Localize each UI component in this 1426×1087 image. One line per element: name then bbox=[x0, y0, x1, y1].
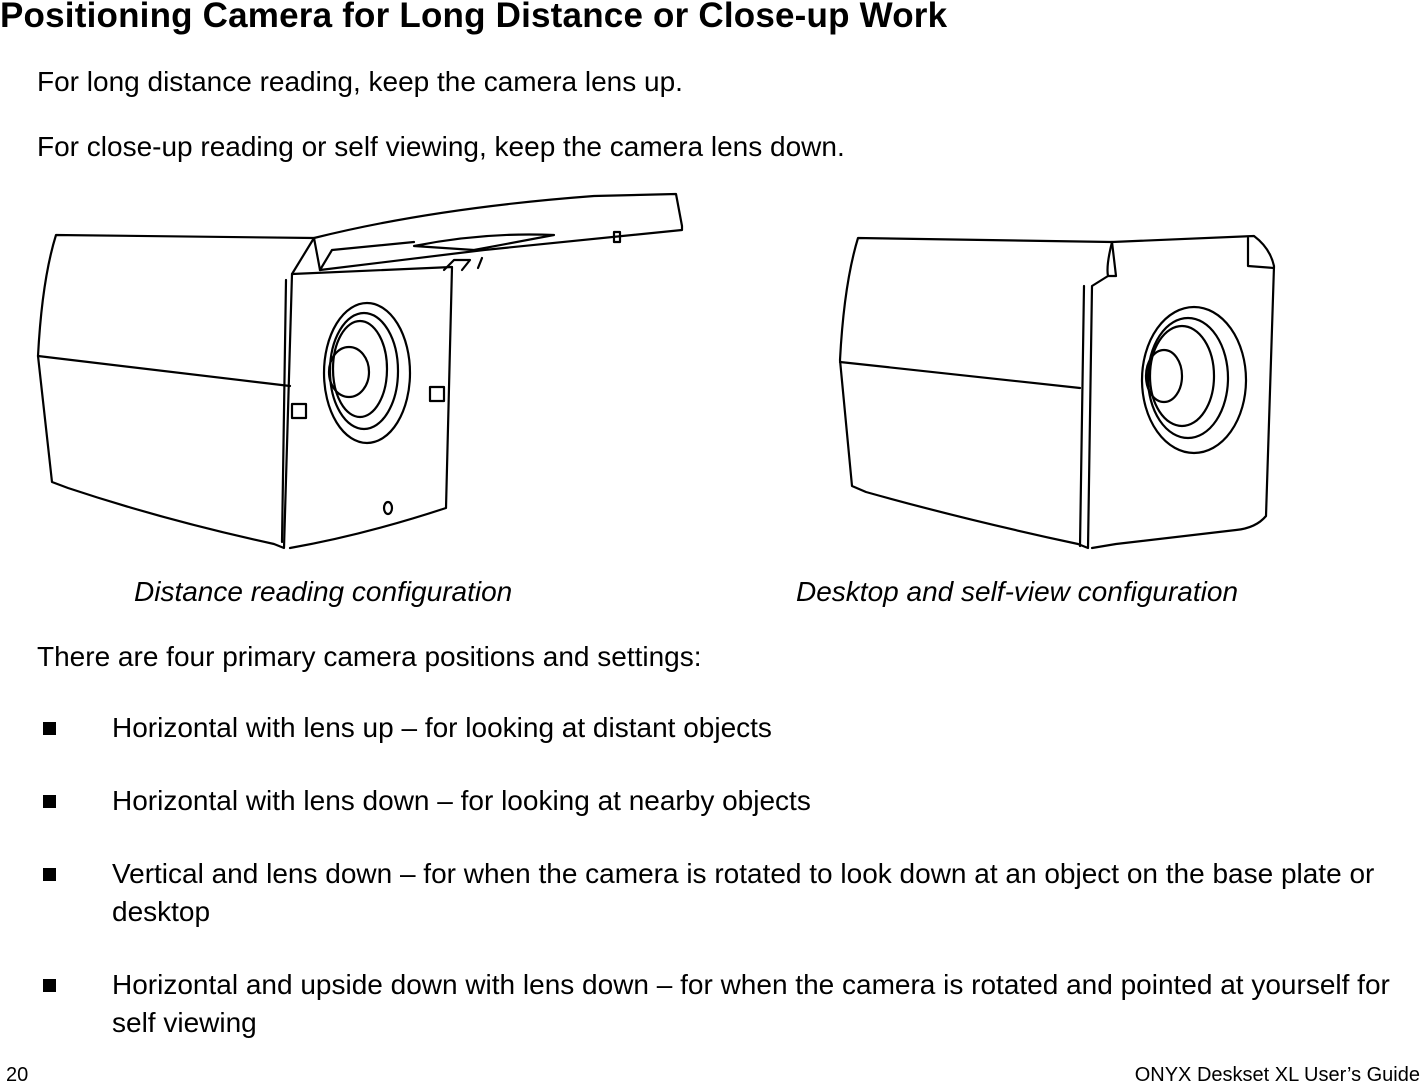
intro-close-up: For close-up reading or self viewing, ke… bbox=[37, 131, 845, 162]
bullet-text: Horizontal with lens up – for looking at… bbox=[112, 712, 772, 743]
square-bullet-icon bbox=[43, 868, 56, 881]
intro-long-distance: For long distance reading, keep the came… bbox=[37, 66, 683, 97]
caption-distance: Distance reading configuration bbox=[134, 576, 513, 607]
bullet-text: Vertical and lens down – for when the ca… bbox=[112, 858, 1375, 927]
square-bullet-icon bbox=[43, 979, 56, 992]
square-bullet-icon bbox=[43, 722, 56, 735]
bullet-text: Horizontal and upside down with lens dow… bbox=[112, 969, 1390, 1038]
guide-title: ONYX Deskset XL User’s Guide bbox=[1134, 1064, 1420, 1086]
page-heading: Positioning Camera for Long Distance or … bbox=[0, 0, 948, 35]
page-number: 20 bbox=[6, 1064, 29, 1086]
bullet-text: Horizontal with lens down – for looking … bbox=[112, 785, 811, 816]
caption-desktop: Desktop and self-view configuration bbox=[796, 576, 1239, 607]
list-intro: There are four primary camera positions … bbox=[37, 641, 702, 672]
square-bullet-icon bbox=[43, 795, 56, 808]
camera-lens-up-illustration bbox=[36, 192, 684, 550]
camera-lens-down-illustration bbox=[838, 234, 1276, 550]
